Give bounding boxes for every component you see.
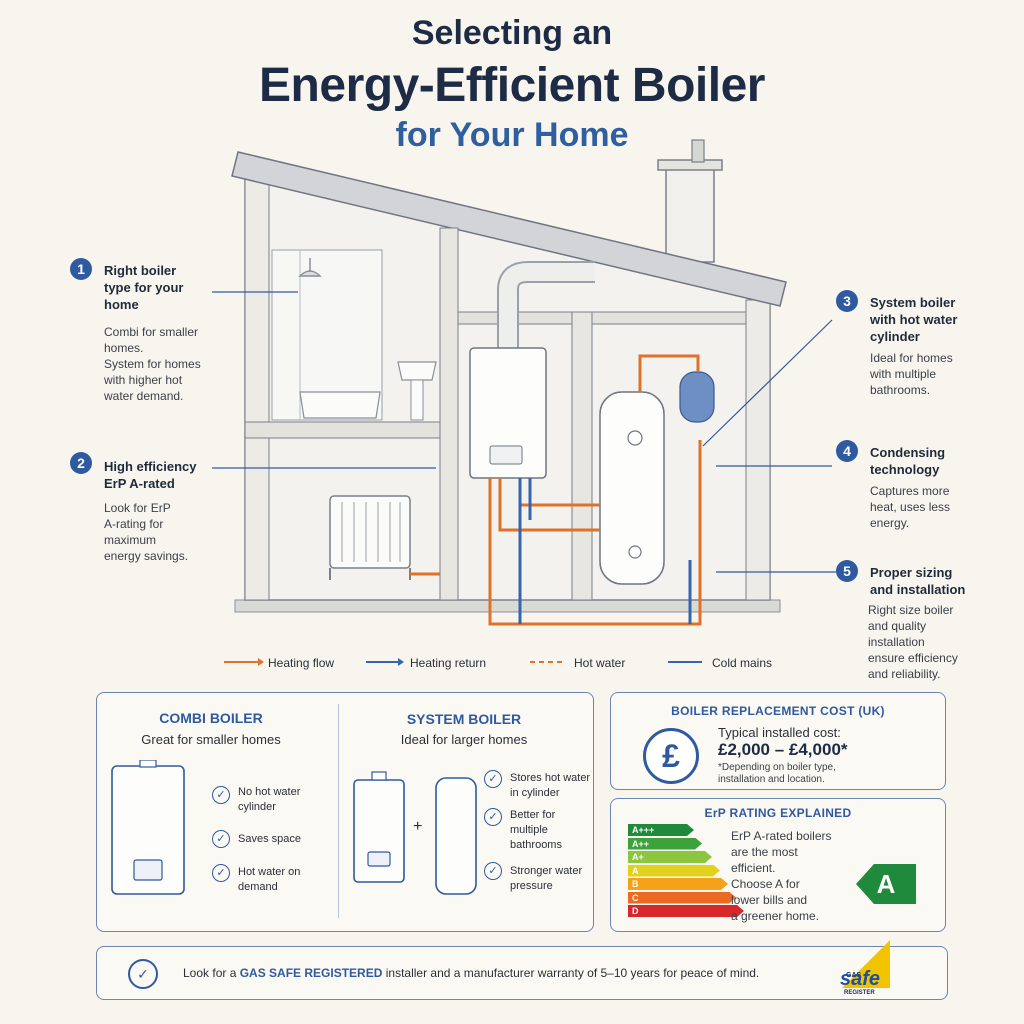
legend-hot-water: Hot water	[574, 656, 626, 670]
callout-1-number: 1	[70, 258, 92, 280]
callout-5-number: 5	[836, 560, 858, 582]
erp-band-b: B	[628, 878, 728, 890]
combi-check-icon-2: ✓	[212, 830, 230, 848]
callout-4-number: 4	[836, 440, 858, 462]
pound-icon: £	[643, 728, 699, 784]
erp-band-c: C	[628, 892, 736, 904]
combi-subtitle: Great for smaller homes	[141, 732, 281, 747]
cost-range: £2,000 – £4,000*	[718, 740, 848, 759]
system-check-icon-3: ✓	[484, 862, 502, 880]
footer-text: Look for a GAS SAFE REGISTERED installer…	[183, 966, 760, 980]
erp-band-aplusplus: A++	[628, 838, 702, 850]
erp-band-a: A	[628, 865, 720, 877]
callout-3-number: 3	[836, 290, 858, 312]
combi-check-icon-3: ✓	[212, 864, 230, 882]
system-title: SYSTEM BOILER	[406, 711, 522, 727]
combi-check-icon-1: ✓	[212, 786, 230, 804]
erp-band-aplus: A+	[628, 851, 712, 863]
cost-note: *Depending on boiler type,installation a…	[718, 762, 836, 785]
plus-sign: +	[413, 818, 423, 835]
legend-cold-mains: Cold mains	[712, 656, 773, 670]
title-line-1: Selecting an	[411, 14, 613, 52]
system-subtitle: Ideal for larger homes	[400, 732, 528, 747]
title-line-2: Energy-Efficient Boiler	[259, 59, 765, 112]
check-circle-icon: ✓	[128, 959, 158, 989]
title-line-3: for Your Home	[395, 116, 629, 154]
panel-divider	[338, 704, 339, 918]
legend-heating-flow: Heating flow	[268, 656, 335, 670]
system-check-icon-1: ✓	[484, 770, 502, 788]
callout-2-number: 2	[70, 452, 92, 474]
combi-feature-2: Saves space	[238, 833, 301, 845]
cost-label: Typical installed cost:	[718, 725, 841, 740]
erp-band-aplusplusplus: A+++	[628, 824, 694, 836]
combi-boiler-icon	[111, 760, 185, 895]
system-check-icon-2: ✓	[484, 808, 502, 826]
system-boiler-cylinder-icon	[353, 771, 477, 895]
footer-banner	[96, 946, 948, 1000]
combi-title: COMBI BOILER	[159, 710, 263, 726]
legend-heating-return: Heating return	[410, 656, 487, 670]
cost-heading: BOILER REPLACEMENT COST (UK)	[671, 704, 885, 718]
erp-band-d: D	[628, 905, 744, 917]
erp-heading: ErP RATING EXPLAINED	[704, 806, 852, 820]
gas-safe-logo: GAS safe REGISTER	[838, 940, 894, 1000]
